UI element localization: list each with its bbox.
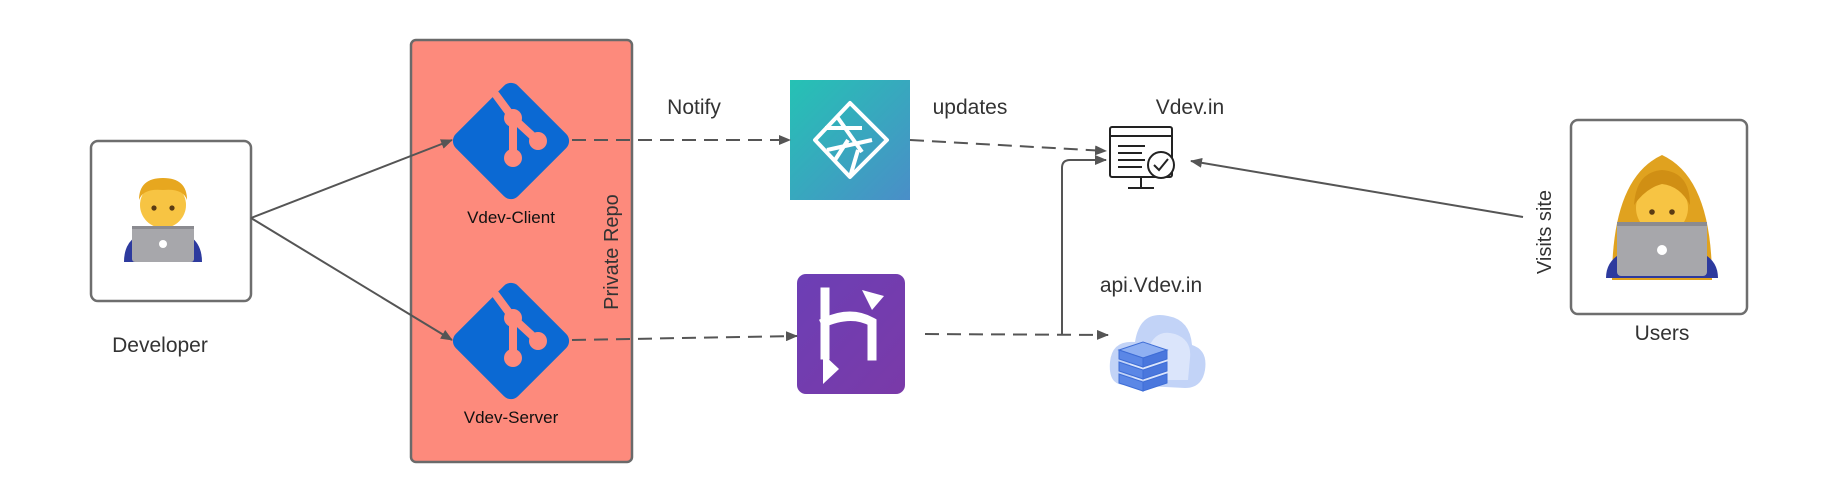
private-repo-label: Private Repo <box>601 194 623 310</box>
website-monitor-icon <box>1109 126 1175 189</box>
api-vdev-in-label: api.Vdev.in <box>1100 274 1202 297</box>
users-node: Users <box>1569 118 1749 345</box>
developer-node: Developer <box>89 139 253 357</box>
private-repo-group: Private Repo Vdev-Client Vdev-Server <box>409 38 634 464</box>
notify-label: Notify <box>667 96 721 119</box>
vdev-in-label: Vdev.in <box>1156 96 1225 119</box>
heroku-node <box>797 274 905 394</box>
netlify-icon <box>790 80 910 200</box>
vdev-server-label: Vdev-Server <box>464 408 559 427</box>
api-to-website-connector <box>1061 155 1107 334</box>
git-icon <box>452 282 570 400</box>
updates-label: updates <box>933 96 1008 119</box>
users-label: Users <box>1635 322 1690 345</box>
netlify-to-website-arrow <box>909 139 1107 156</box>
netlify-node: Notify updates <box>667 80 1007 200</box>
git-icon <box>452 82 570 200</box>
developer-label: Developer <box>112 334 208 357</box>
server-to-heroku-arrow <box>571 331 798 342</box>
users-to-website-arrow <box>1190 157 1524 218</box>
api-node: api.Vdev.in <box>1100 274 1206 392</box>
man-technologist-icon <box>124 178 202 262</box>
developer-to-client-arrow <box>250 139 453 219</box>
connectors <box>250 135 1524 342</box>
website-node: Vdev.in <box>1109 96 1225 189</box>
heroku-icon <box>797 274 905 394</box>
heroku-to-api-arrow <box>924 329 1109 340</box>
cloud-server-icon <box>1109 315 1206 392</box>
visits-site-label: Visits site <box>1534 190 1556 274</box>
developer-to-server-arrow <box>250 217 453 341</box>
woman-technologist-icon <box>1606 155 1718 280</box>
vdev-client-label: Vdev-Client <box>467 208 555 227</box>
